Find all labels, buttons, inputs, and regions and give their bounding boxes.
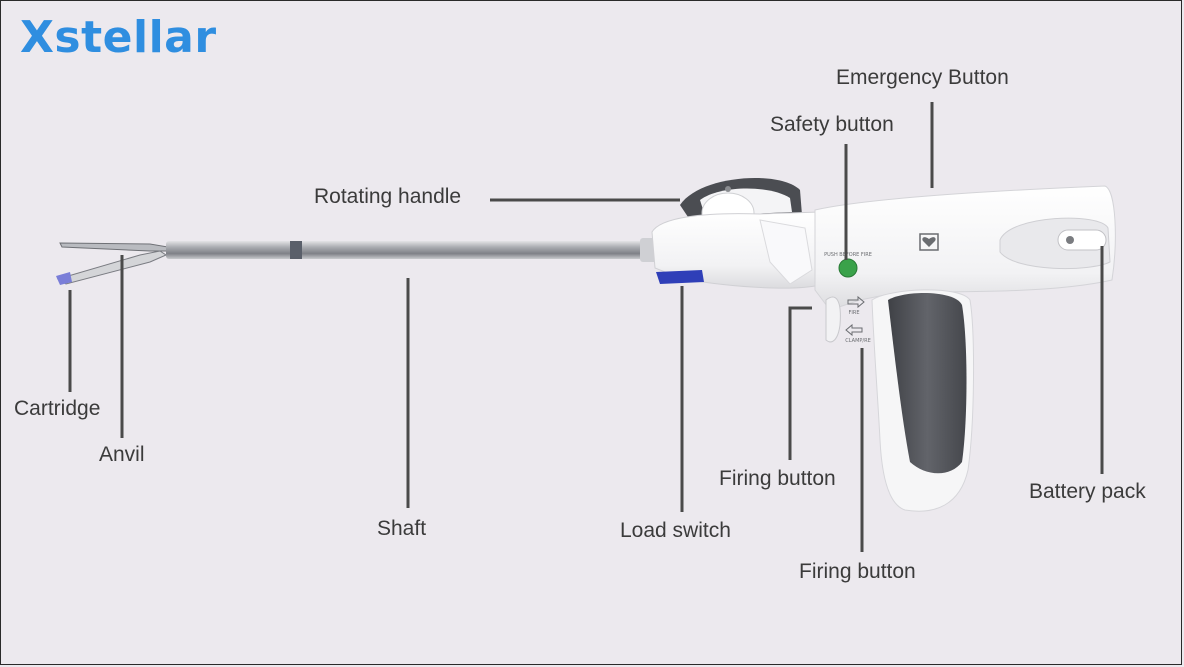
jaw-assembly [56, 242, 169, 285]
brand-logo: Xstellar [20, 12, 217, 63]
label-firing-button-lower: Firing button [799, 560, 916, 583]
safety-button-caption: PUSH BEFORE FIRE [824, 252, 872, 258]
label-safety-button: Safety button [770, 113, 894, 136]
label-battery-pack: Battery pack [1029, 480, 1146, 503]
main-body [814, 185, 1116, 311]
load-switch-slider [656, 270, 704, 284]
label-anvil: Anvil [99, 443, 145, 466]
safety-button-green [838, 258, 858, 278]
cartridge-tip [56, 272, 72, 285]
clamp-arrow-caption: CLAMP/RE [845, 338, 870, 344]
fire-arrow-caption: FIRE [849, 310, 860, 316]
shaft-tube [166, 238, 660, 262]
fire-arrow-icon: FIRE [847, 295, 865, 316]
grip-rubber [888, 293, 967, 474]
clamp-arrow-icon: CLAMP/RE [845, 323, 871, 344]
heart-symbol-icon [919, 233, 939, 251]
label-emergency-button: Emergency Button [836, 66, 1009, 89]
label-shaft: Shaft [377, 517, 427, 540]
label-cartridge: Cartridge [14, 397, 101, 420]
label-firing-button-upper: Firing button [719, 467, 836, 490]
label-rotating-handle: Rotating handle [314, 185, 462, 208]
firing-trigger [825, 296, 841, 343]
label-load-switch: Load switch [620, 519, 731, 542]
leader-firing-button-upper [788, 306, 812, 460]
